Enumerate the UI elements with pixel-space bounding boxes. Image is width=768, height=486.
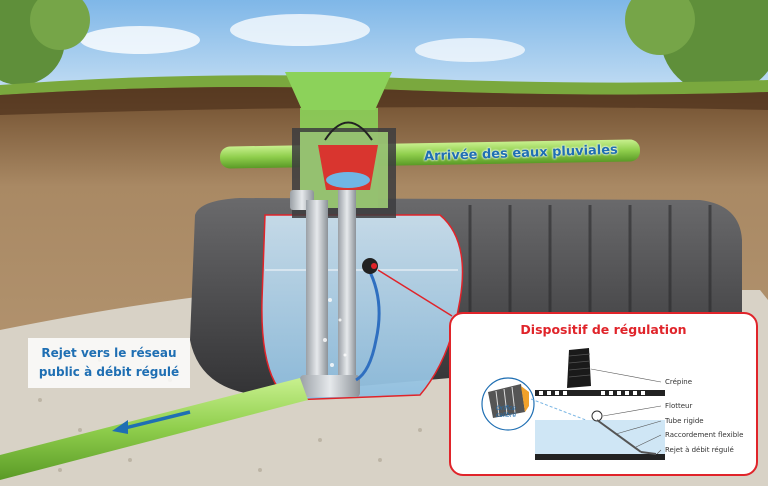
part-label-flexible-connection: Raccordement flexible bbox=[665, 431, 744, 439]
regulation-device-callout: Dispositif de régulation bbox=[449, 312, 758, 476]
part-label-strainer: Crépine bbox=[665, 378, 693, 386]
orifice-label-line-1: Orifice bbox=[496, 405, 516, 412]
device-schematic bbox=[481, 348, 665, 460]
tank-rim bbox=[535, 390, 665, 396]
outflow-label: Rejet vers le réseau public à débit régu… bbox=[28, 338, 190, 388]
outflow-label-line-1: Rejet vers le réseau bbox=[41, 346, 177, 360]
part-label-rigid-tube: Tube rigide bbox=[665, 417, 704, 425]
callout-pointer bbox=[377, 269, 453, 317]
part-label-regulated-outflow: Rejet à débit régulé bbox=[665, 446, 734, 454]
tree-right bbox=[625, 0, 768, 95]
orifice-label-line-2: calibré bbox=[495, 412, 517, 419]
strainer bbox=[567, 348, 591, 388]
part-label-float: Flotteur bbox=[665, 402, 693, 410]
flow-arrow-icon bbox=[112, 410, 191, 434]
tree-left bbox=[0, 0, 90, 85]
orifice-label: Orifice calibré bbox=[486, 405, 526, 419]
outflow-label-line-2: public à débit régulé bbox=[38, 365, 180, 379]
cloud bbox=[80, 26, 200, 54]
float-device bbox=[362, 258, 378, 274]
cloud bbox=[415, 38, 525, 62]
outflow-pipe bbox=[0, 378, 308, 480]
central-pipe bbox=[338, 190, 356, 380]
callout-title: Dispositif de régulation bbox=[520, 322, 687, 337]
bubbles bbox=[323, 298, 347, 367]
overflow-pipe bbox=[290, 190, 360, 397]
tank-cutaway bbox=[261, 214, 464, 401]
cloud bbox=[230, 14, 370, 46]
filter-basket bbox=[318, 121, 378, 190]
flexible-hose bbox=[355, 267, 381, 382]
topsoil bbox=[0, 86, 768, 115]
